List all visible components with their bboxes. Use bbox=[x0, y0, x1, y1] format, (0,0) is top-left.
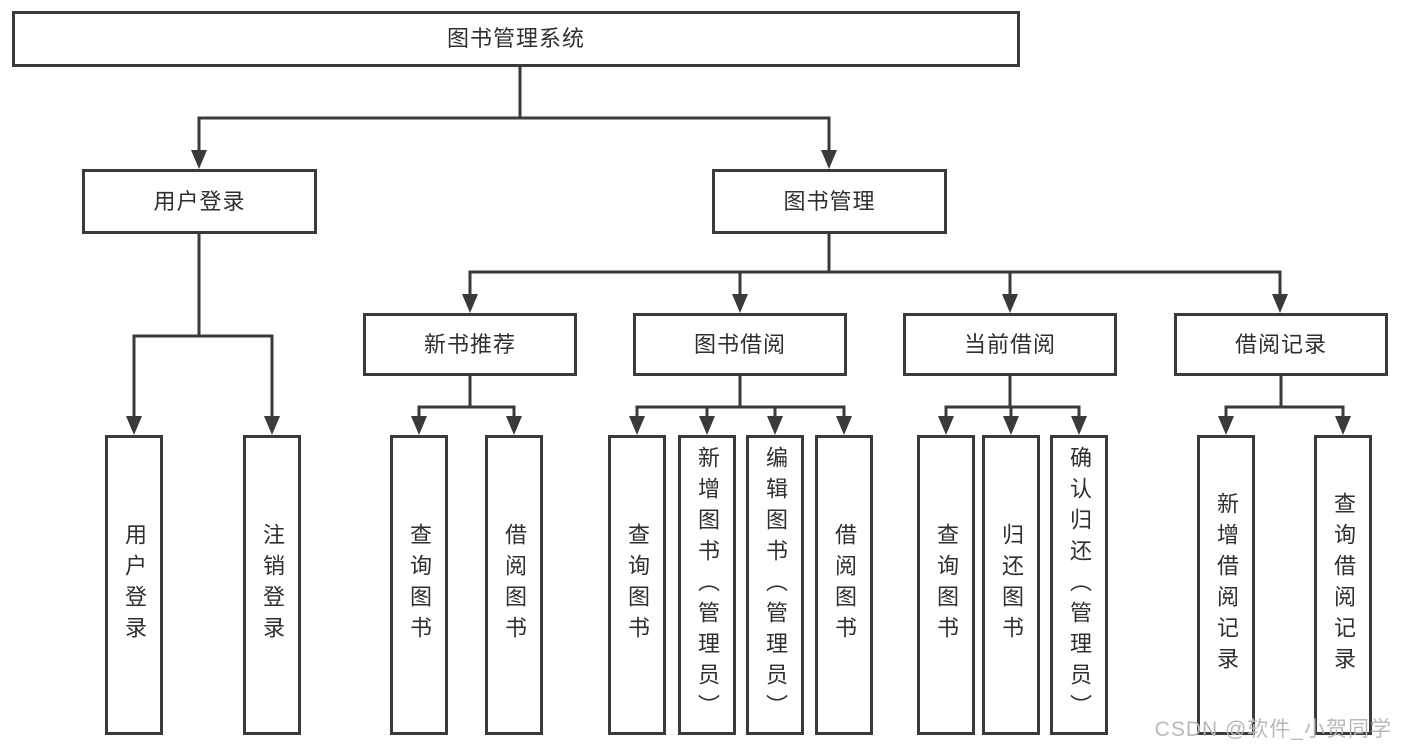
leaf-user-login: 用户登录 bbox=[105, 435, 163, 735]
node-label: 注销登录 bbox=[260, 523, 285, 647]
node-label: 新书推荐 bbox=[423, 331, 516, 357]
node-label: 归还图书 bbox=[999, 523, 1024, 647]
csdn-watermark: CSDN @软件_小贺同学 bbox=[1154, 718, 1392, 741]
leaf-return-books: 归还图书 bbox=[982, 435, 1040, 735]
node-book-management: 图书管理 bbox=[712, 169, 947, 234]
leaf-query-books-borrowing: 查询图书 bbox=[608, 435, 666, 735]
node-root-system: 图书管理系统 bbox=[12, 11, 1020, 67]
node-borrow-records: 借阅记录 bbox=[1174, 313, 1388, 376]
leaf-confirm-return-admin: 确认归还（管理员） bbox=[1050, 435, 1108, 735]
leaf-edit-books-admin: 编辑图书（管理员） bbox=[746, 435, 804, 735]
node-label: 新增借阅记录 bbox=[1214, 492, 1239, 678]
node-label: 图书管理 bbox=[783, 188, 876, 214]
node-label: 借阅记录 bbox=[1234, 331, 1327, 357]
node-label: 借阅图书 bbox=[832, 523, 857, 647]
leaf-query-borrow-record: 查询借阅记录 bbox=[1314, 435, 1372, 735]
leaf-borrow-books: 借阅图书 bbox=[815, 435, 873, 735]
node-label: 图书管理系统 bbox=[446, 26, 585, 51]
node-label: 查询图书 bbox=[407, 523, 432, 647]
node-label: 确认归还（管理员） bbox=[1067, 445, 1092, 725]
arrowheads bbox=[126, 150, 1351, 435]
node-label: 新增图书（管理员） bbox=[695, 445, 720, 725]
node-label: 查询图书 bbox=[625, 523, 650, 647]
node-new-book-recommend: 新书推荐 bbox=[363, 313, 577, 376]
node-current-borrowing: 当前借阅 bbox=[903, 313, 1117, 376]
leaf-add-books-admin: 新增图书（管理员） bbox=[678, 435, 736, 735]
node-label: 用户登录 bbox=[153, 188, 246, 214]
leaf-query-books-recommend: 查询图书 bbox=[390, 435, 448, 735]
node-book-borrowing: 图书借阅 bbox=[633, 313, 847, 376]
node-label: 借阅图书 bbox=[502, 523, 527, 647]
leaf-logout: 注销登录 bbox=[243, 435, 301, 735]
leaf-add-borrow-record: 新增借阅记录 bbox=[1197, 435, 1255, 735]
leaf-query-books-current: 查询图书 bbox=[917, 435, 975, 735]
node-label: 查询图书 bbox=[934, 523, 959, 647]
node-label: 编辑图书（管理员） bbox=[763, 445, 788, 725]
node-label: 用户登录 bbox=[122, 523, 147, 647]
connector-paths bbox=[132, 67, 1345, 419]
leaf-borrow-books-recommend: 借阅图书 bbox=[485, 435, 543, 735]
node-label: 图书借阅 bbox=[693, 331, 786, 357]
node-label: 查询借阅记录 bbox=[1331, 492, 1356, 678]
node-user-login: 用户登录 bbox=[82, 169, 317, 234]
node-label: 当前借阅 bbox=[963, 331, 1056, 357]
